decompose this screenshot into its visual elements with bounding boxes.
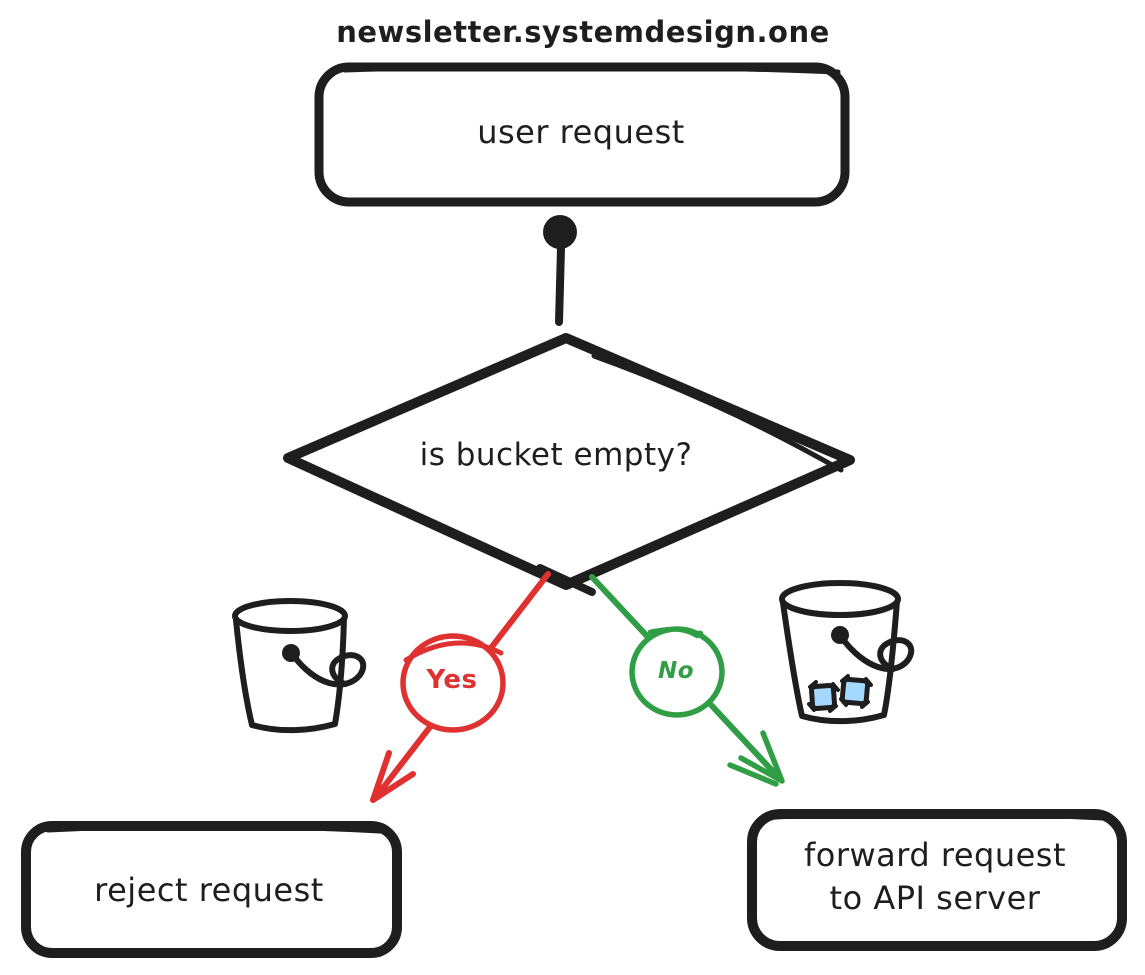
decision-diamond xyxy=(283,333,855,590)
no-circle-dot xyxy=(696,630,704,638)
yes-circle-sketch-stroke xyxy=(403,640,504,663)
token-icon xyxy=(839,674,873,709)
no-circle xyxy=(629,626,725,718)
yes-arrowhead xyxy=(370,750,416,803)
bucket-handle-dot xyxy=(282,644,300,662)
no-arrowhead xyxy=(727,730,785,787)
yes-branch-label: Yes xyxy=(426,665,478,695)
token-icon xyxy=(807,680,840,713)
yes-circle xyxy=(400,633,506,733)
connector-line xyxy=(555,244,565,326)
bucket-handle-dot xyxy=(831,626,849,644)
no-branch-label: No xyxy=(657,658,695,684)
empty-bucket-icon xyxy=(232,598,367,734)
forward-request-label-line1: forward request xyxy=(804,835,1066,874)
user-request-box-sketch-stroke xyxy=(342,63,841,75)
no-circle-sketch-stroke xyxy=(647,627,700,639)
reject-request-box-sketch-stroke xyxy=(45,823,383,834)
bucket-with-tokens-icon xyxy=(779,580,915,725)
diagram-title: newsletter.systemdesign.one xyxy=(336,15,830,49)
forward-request-box-sketch-stroke xyxy=(772,810,1106,821)
forward-request-label-line2: to API server xyxy=(829,879,1041,917)
user-request-label: user request xyxy=(477,113,685,151)
reject-request-label: reject request xyxy=(94,871,324,909)
decision-label: is bucket empty? xyxy=(419,437,693,473)
decision-diamond-sketch-stroke xyxy=(591,353,844,473)
forward-request-label: forward request to API server xyxy=(804,834,1066,920)
connector-dot xyxy=(543,215,577,249)
